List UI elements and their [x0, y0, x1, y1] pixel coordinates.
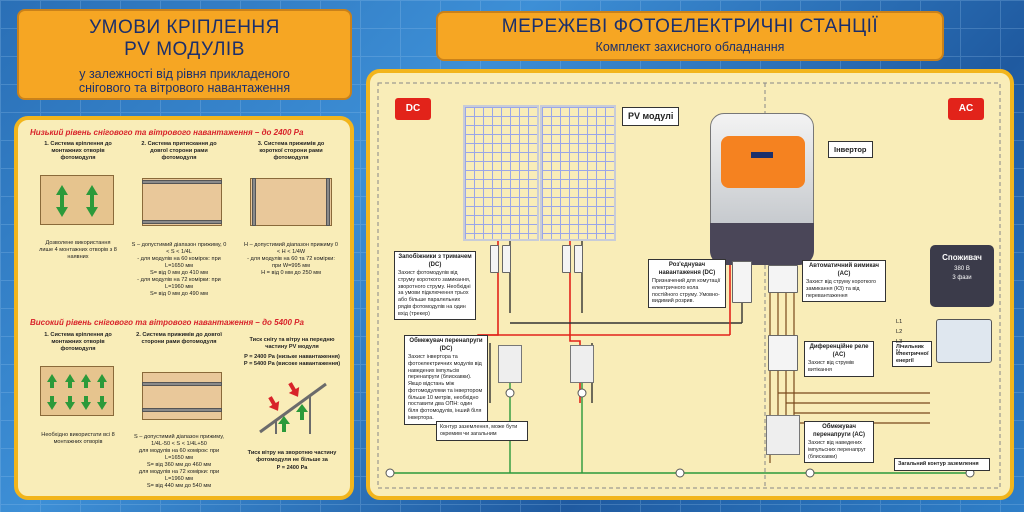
- dc-disconnect-switch: [732, 261, 752, 303]
- fuse-4: [574, 245, 583, 273]
- fuses-text: Захист фотомодулів від струму короткого …: [398, 270, 471, 317]
- high-col3-caption: Тиск вітру на зворотню частину фотомодул…: [247, 450, 337, 463]
- consumer-phases: 3 фази: [952, 275, 972, 281]
- meter-callout: Лічильник електричної енергії: [892, 341, 932, 368]
- high-load-heading: Високий рівень снігового та вітрового на…: [30, 318, 304, 327]
- ac-tag: AC: [948, 98, 984, 120]
- surge-arrester-dc-2: [570, 345, 594, 383]
- consumer-box: Споживач 380 В 3 фази: [930, 245, 994, 307]
- high-col2-rail-bottom: [142, 408, 222, 412]
- consumer-title: Споживач: [942, 253, 982, 262]
- low-col2-caption: S – допустимий діапазон прижиму, 0 < S <…: [131, 242, 227, 297]
- high-col2-module: [142, 372, 222, 420]
- high-col1-caption: Необхідно використати всі 8 монтажних от…: [41, 432, 115, 445]
- rcd-text: Захист від струмів витікання: [808, 360, 854, 373]
- right-subtitle: Комплект захисного обладнання: [595, 40, 785, 54]
- low-col1-title: 1. Система кріплення до монтажних отворі…: [44, 141, 112, 161]
- right-title: МЕРЕЖЕВІ ФОТОЕЛЕКТРИЧНІ СТАНЦІЇ: [501, 16, 879, 37]
- surge-dc-callout: Обмежувач перенапруги (DC) Захист інверт…: [404, 335, 488, 425]
- inverter-front: [721, 136, 805, 188]
- surge-dc-text: Захист інвертора та фотоелектричних моду…: [408, 354, 483, 421]
- right-title-box: МЕРЕЖЕВІ ФОТОЕЛЕКТРИЧНІ СТАНЦІЇ Комплект…: [436, 11, 944, 61]
- breaker-callout: Автоматичний вимикач (AC) Захист від стр…: [802, 260, 886, 303]
- low-col3-caption: H – допустимий діапазон прижиму 0 < H < …: [244, 242, 338, 276]
- low-col1-caption: Дозволене використання лише 4 монтажних …: [39, 240, 117, 260]
- inverter-base: [710, 223, 814, 265]
- phase-l3: L3: [896, 339, 903, 345]
- high-col2-rail-top: [142, 382, 222, 386]
- dc-fuses: [490, 245, 590, 273]
- inverter-display: [751, 152, 773, 158]
- left-title-box: УМОВИ КРІПЛЕННЯ PV МОДУЛІВ у залежності …: [17, 9, 352, 100]
- breaker-text: Захист від струму короткого замикання (К…: [806, 279, 877, 299]
- ground-note: Контур заземлення, може бути окремим чи …: [436, 421, 528, 441]
- left-subtitle-line2: снігового та вітрового навантаження: [78, 81, 291, 95]
- rcd-title: Диференційне реле (AC): [809, 344, 869, 358]
- high-col2-caption: S – допустимий діапазон прижиму, 1/4L-50…: [133, 434, 224, 489]
- high-col3-value: P = 2400 Pa: [276, 465, 308, 471]
- surge-dc-title: Обмежувач перенапруги (DC): [409, 338, 483, 352]
- low-col1-module: [40, 175, 114, 225]
- low-load-heading: Низький рівень снігового та вітрового на…: [30, 128, 304, 137]
- high-col3-tilt-diagram: [259, 382, 327, 434]
- consumer-voltage: 380 В: [954, 266, 970, 272]
- protection-panel: DC AC PV модулі Інвертор Запобіжники з т…: [366, 69, 1014, 500]
- low-col2-module: [142, 178, 222, 226]
- dc-switch-callout: Роз'єднувач навантаження (DC) Призначени…: [648, 259, 726, 308]
- surge-ac-text: Захист від наведених імпульсних перенапр…: [808, 440, 866, 460]
- left-title-line2: PV МОДУЛІВ: [124, 39, 245, 60]
- inverter-label: Інвертор: [828, 141, 873, 159]
- high-col3-values: P = 2400 Pa (низьке навантаження) P = 54…: [243, 354, 341, 367]
- high-col3-title: Тиск снігу та вітру на передню частину P…: [249, 337, 335, 350]
- rcd-relay: [768, 335, 798, 371]
- ac-breaker: [768, 265, 798, 293]
- high-col1-arrows: [47, 374, 107, 410]
- low-col3-rail-left: [252, 178, 256, 226]
- low-col2-title: 2. Система притискання до довгої сторони…: [141, 141, 217, 161]
- mounting-panel: Низький рівень снігового та вітрового на…: [14, 116, 354, 500]
- surge-arrester-dc-1: [498, 345, 522, 383]
- fuses-title: Запобіжники з тримачем (DC): [398, 254, 472, 268]
- pv-module-2: [540, 105, 616, 241]
- fuse-3: [562, 245, 571, 273]
- high-col1-title: 1. Система кріплення до монтажних отворі…: [44, 332, 112, 352]
- pv-label: PV модулі: [622, 107, 680, 127]
- pv-module-1: [463, 105, 539, 241]
- left-subtitle-line1: у залежності від рівня прикладеного: [79, 67, 290, 81]
- rcd-callout: Диференційне реле (AC) Захист від струмі…: [804, 341, 874, 377]
- dc-switch-text: Призначений для комутації електричного к…: [652, 278, 721, 305]
- surge-arrester-ac: [766, 415, 800, 455]
- surge-ac-title: Обмежувач перенапруги (AC): [813, 424, 865, 438]
- left-title-line1: УМОВИ КРІПЛЕННЯ: [89, 17, 280, 38]
- ground-main: Загальний контур заземлення: [894, 458, 990, 471]
- surge-ac-callout: Обмежувач перенапруги (AC) Захист від на…: [804, 421, 874, 464]
- dc-tag: DC: [395, 98, 431, 120]
- high-col2-title: 2. Система прижимів до довгої сторони ра…: [136, 332, 222, 345]
- low-col3-rail-right: [326, 178, 330, 226]
- fuse-2: [502, 245, 511, 273]
- fuses-callout: Запобіжники з тримачем (DC) Захист фотом…: [394, 251, 476, 321]
- fuse-1: [490, 245, 499, 273]
- phase-l2: L2: [896, 329, 903, 335]
- low-col1-arrows: [56, 185, 98, 217]
- low-col2-rail-top: [142, 180, 222, 184]
- low-col3-module: [250, 178, 332, 226]
- phase-n: N: [896, 349, 901, 355]
- dc-switch-title: Роз'єднувач навантаження (DC): [658, 262, 716, 276]
- energy-meter: [936, 319, 992, 363]
- breaker-title: Автоматичний вимикач (AC): [808, 263, 880, 277]
- phase-l1: L1: [896, 319, 903, 325]
- low-col2-rail-bottom: [142, 220, 222, 224]
- low-col3-title: 3. Система прижимів до короткої сторони …: [257, 141, 325, 161]
